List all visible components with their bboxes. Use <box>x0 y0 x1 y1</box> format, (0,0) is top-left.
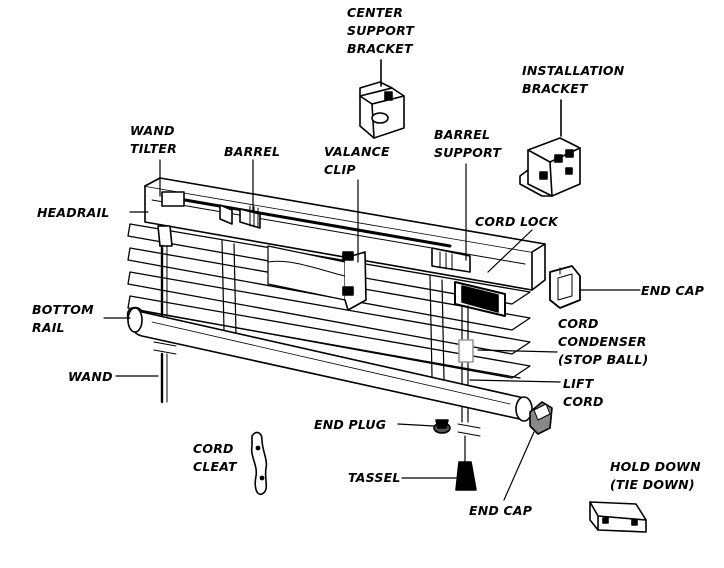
center-support-bracket-drawing <box>359 81 405 139</box>
end-cap-bottom-drawing <box>529 401 553 435</box>
label-headrail: HEADRAIL <box>37 205 110 220</box>
label-barrel-support: BARREL SUPPORT <box>434 127 502 160</box>
installation-bracket-drawing <box>519 137 581 197</box>
label-end-plug: END PLUG <box>314 417 387 432</box>
label-cord-cleat: CORD CLEAT <box>193 441 237 474</box>
cord-lock-drawing <box>454 281 506 317</box>
label-wand: WAND <box>68 369 113 384</box>
end-cap-top-drawing <box>549 265 581 309</box>
bottom-rail-drawing <box>126 306 533 422</box>
label-installation-bracket: INSTALLATION BRACKET <box>522 63 625 96</box>
label-hold-down: HOLD DOWN (TIE DOWN) <box>610 459 701 492</box>
leader-lines <box>103 159 641 501</box>
label-tassel: TASSEL <box>348 470 401 485</box>
end-plug-drawing <box>433 419 451 434</box>
label-end-cap-top: END CAP <box>641 283 705 298</box>
label-end-cap-bottom: END CAP <box>469 503 533 518</box>
cord-cleat-drawing <box>250 431 268 496</box>
label-wand-tilter: WAND TILTER <box>130 123 177 156</box>
headrail-drawing <box>144 177 546 291</box>
label-valance-clip: VALANCE CLIP <box>324 144 390 177</box>
label-barrel: BARREL <box>224 144 281 159</box>
label-cord-condenser: CORD CONDENSER (STOP BALL) <box>558 316 649 367</box>
label-cord-lock: CORD LOCK <box>475 214 558 229</box>
label-bottom-rail: BOTTOM RAIL <box>32 302 94 335</box>
label-center-support-bracket: CENTER SUPPORT BRACKET <box>347 5 415 56</box>
hold-down-drawing <box>589 501 647 533</box>
label-lift-cord: LIFT CORD <box>563 376 604 409</box>
